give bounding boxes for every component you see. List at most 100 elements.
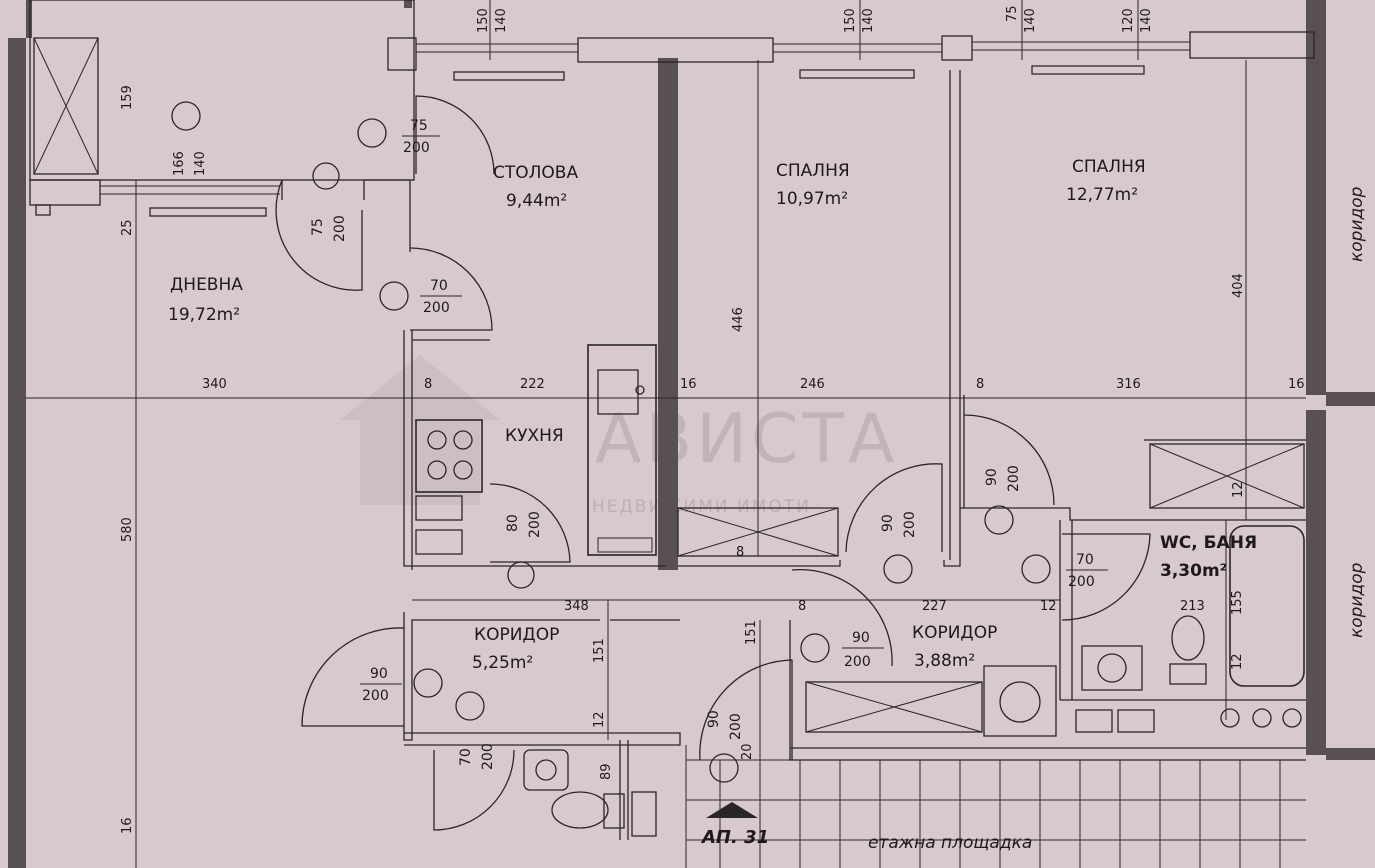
room-name-bedroom-1: СПАЛНЯ <box>776 161 850 181</box>
house-logo-icon <box>340 355 500 505</box>
svg-text:70: 70 <box>458 748 474 766</box>
dim-label: 227 <box>922 599 947 614</box>
light-fixtures <box>171 101 1051 783</box>
dim-label: 580 <box>120 517 135 542</box>
dim-label: 8 <box>976 377 984 392</box>
dim-label: 12 <box>1040 599 1057 614</box>
dim-label: 8 <box>798 599 806 614</box>
watermark-brand: АВИСТА <box>595 400 899 479</box>
svg-text:90: 90 <box>370 666 388 682</box>
room-area-bedroom-2: 12,77m² <box>1066 185 1138 205</box>
dim-label: 140 <box>494 8 509 33</box>
side-labels: коридор коридор АП. 31 етажна площадка <box>700 186 1367 853</box>
ceiling-light-icon <box>171 101 201 131</box>
svg-text:80: 80 <box>505 514 521 532</box>
ceiling-light-icon <box>984 505 1014 535</box>
dim-label: 348 <box>564 599 589 614</box>
room-name-corridor-2: КОРИДОР <box>912 623 997 643</box>
dimension-labels: 159 166 140 25 580 16 446 404 151 12 89 … <box>120 5 1305 834</box>
kitchen-fixtures <box>415 344 657 556</box>
dim-label: 166 <box>172 151 187 176</box>
svg-text:200: 200 <box>1068 574 1095 590</box>
landing-label: етажна площадка <box>868 833 1032 853</box>
dim-label: 213 <box>1180 599 1205 614</box>
svg-text:200: 200 <box>362 688 389 704</box>
door-label: 75 200 <box>310 215 348 242</box>
dim-label: 222 <box>520 377 545 392</box>
ceiling-light-icon <box>709 753 739 783</box>
dim-label: 89 <box>599 763 614 780</box>
svg-text:90: 90 <box>706 710 722 728</box>
room-area-bathroom: 3,30m² <box>1160 561 1227 581</box>
svg-text:200: 200 <box>332 215 348 242</box>
svg-text:200: 200 <box>728 713 744 740</box>
dim-label: 12 <box>1231 481 1246 498</box>
svg-text:200: 200 <box>1006 465 1022 492</box>
corridor-side-label: коридор <box>1347 562 1367 638</box>
ceiling-light-icon <box>357 118 387 148</box>
room-name-kitchen: КУХНЯ <box>505 426 564 446</box>
room-name-corridor-1: КОРИДОР <box>474 625 559 645</box>
dim-label: 140 <box>861 8 876 33</box>
landing-tiles <box>685 745 1306 868</box>
dim-label: 75 <box>1005 5 1020 22</box>
svg-text:200: 200 <box>480 743 496 770</box>
room-area-dining: 9,44m² <box>506 191 567 211</box>
room-area-bedroom-1: 10,97m² <box>776 189 848 209</box>
dim-label: 25 <box>120 219 135 236</box>
dim-label: 140 <box>193 151 208 176</box>
room-name-bathroom: WC, БАНЯ <box>1160 533 1257 553</box>
dim-label: 159 <box>120 85 135 110</box>
door-label: 90 200 <box>360 666 402 704</box>
svg-text:200: 200 <box>527 511 543 538</box>
room-area-corridor-2: 3,88m² <box>914 651 975 671</box>
dim-label: 140 <box>1139 8 1154 33</box>
dim-label: 155 <box>1230 590 1245 615</box>
dim-label: 340 <box>202 377 227 392</box>
bathroom-fixtures <box>523 525 1305 837</box>
dimension-lines <box>26 0 1306 868</box>
dim-label: 12 <box>1230 653 1245 670</box>
svg-text:200: 200 <box>902 511 918 538</box>
facade-windows <box>29 0 1315 217</box>
door-label: 70 200 <box>458 743 496 770</box>
svg-text:200: 200 <box>403 140 430 156</box>
room-labels: ДНЕВНА 19,72m² СТОЛОВА 9,44m² СПАЛНЯ 10,… <box>168 157 1257 673</box>
svg-text:75: 75 <box>410 118 428 134</box>
door-labels: 75 200 75 200 70 200 80 200 90 200 90 20… <box>310 118 1108 770</box>
svg-text:200: 200 <box>423 300 450 316</box>
dim-label: 150 <box>843 8 858 33</box>
watermark-tagline: НЕДВИЖИМИ ИМОТИ <box>592 497 811 517</box>
room-area-living: 19,72m² <box>168 305 240 325</box>
door-label: 75 200 <box>402 118 440 156</box>
entrance-arrow-icon <box>706 802 758 818</box>
dim-label: 16 <box>680 377 697 392</box>
ceiling-light-icon <box>1021 554 1051 584</box>
svg-text:90: 90 <box>852 630 870 646</box>
door-label: 90 200 <box>706 710 744 740</box>
svg-text:200: 200 <box>844 654 871 670</box>
ceiling-light-icon <box>312 162 340 190</box>
dim-label: 8 <box>736 545 744 560</box>
dim-label: 150 <box>476 8 491 33</box>
door-label: 80 200 <box>505 511 543 538</box>
ceiling-light-icon <box>455 691 485 721</box>
dim-label: 151 <box>744 620 759 645</box>
dim-label: 151 <box>592 638 607 663</box>
dim-label: 16 <box>1288 377 1305 392</box>
ceiling-light-icon <box>379 281 409 311</box>
svg-text:70: 70 <box>430 278 448 294</box>
dim-label: 246 <box>800 377 825 392</box>
dim-label: 20 <box>740 743 755 760</box>
ceiling-light-icon <box>883 554 913 584</box>
dim-label: 8 <box>424 377 432 392</box>
door-label: 70 200 <box>420 278 462 316</box>
door-label: 90 200 <box>984 465 1022 492</box>
dim-label: 446 <box>731 307 746 332</box>
dim-label: 12 <box>592 711 607 728</box>
ceiling-light-icon <box>413 668 443 698</box>
room-name-bedroom-2: СПАЛНЯ <box>1072 157 1146 177</box>
door-swings <box>275 95 1151 831</box>
room-area-corridor-1: 5,25m² <box>472 653 533 673</box>
